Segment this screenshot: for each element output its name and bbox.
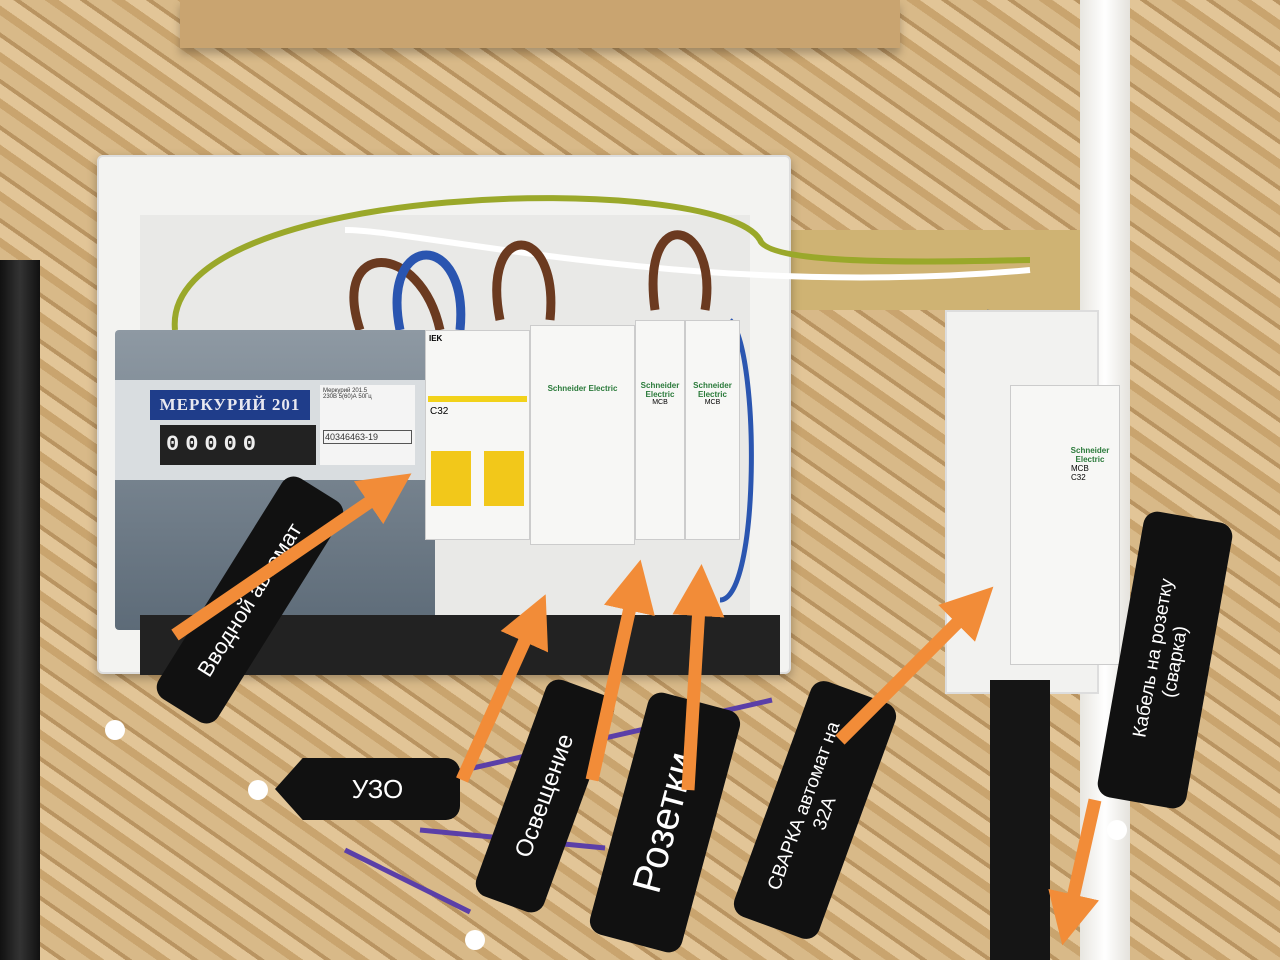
mcb-1: Schneider Electric MCB xyxy=(635,320,685,540)
welding-breaker: Schneider Electric MCB C32 xyxy=(1010,385,1120,665)
mcb-type: MCB xyxy=(652,399,668,406)
arrow-rcd xyxy=(456,594,549,783)
mcb-2: Schneider Electric MCB xyxy=(685,320,740,540)
mcb-brand: Schneider Electric xyxy=(640,381,680,399)
main-breaker-toggle xyxy=(431,451,471,506)
arrow-main xyxy=(171,473,412,641)
pointer-line xyxy=(343,847,472,915)
meter-specs: 230В 5(60)А 50Гц xyxy=(323,394,372,400)
label-rcd: УЗО xyxy=(275,758,460,820)
arrow-lighting xyxy=(585,559,655,782)
welding-breaker-type: MCB xyxy=(1071,464,1089,473)
meter-serial: 40346463-19 xyxy=(323,430,412,444)
meter-model: Меркурий 201.5 xyxy=(323,388,368,394)
welding-cable xyxy=(990,680,1050,960)
main-breaker: IEK C32 xyxy=(425,330,530,540)
meter-plate: Меркурий 201.5 230В 5(60)А 50Гц 40346463… xyxy=(320,385,415,465)
arrow-welding xyxy=(835,586,994,745)
meter-brand: МЕРКУРИЙ 201 xyxy=(150,390,310,420)
mcb-type: MCB xyxy=(704,399,721,406)
rcd-brand: Schneider Electric xyxy=(547,384,618,393)
mcb-brand: Schneider Electric xyxy=(693,381,732,399)
wire-duct xyxy=(790,230,1080,310)
meter-counter: 00000 xyxy=(160,425,316,465)
arrow-sockets xyxy=(672,564,725,791)
main-breaker-rating: C32 xyxy=(430,406,449,417)
marker-dot xyxy=(1107,820,1127,840)
black-cable xyxy=(0,260,40,960)
main-breaker-toggle xyxy=(484,451,524,506)
wood-frame xyxy=(180,0,900,48)
label-text: УЗО xyxy=(351,773,404,804)
welding-breaker-brand: Schneider Electric xyxy=(1070,446,1110,464)
main-breaker-brand: IEK xyxy=(429,334,443,343)
welding-breaker-rating: C32 xyxy=(1071,473,1086,482)
arrow-cable xyxy=(1048,798,1102,946)
rcd: Schneider Electric xyxy=(530,325,635,545)
marker-dot xyxy=(465,930,485,950)
marker-dot xyxy=(105,720,125,740)
marker-dot xyxy=(248,780,268,800)
